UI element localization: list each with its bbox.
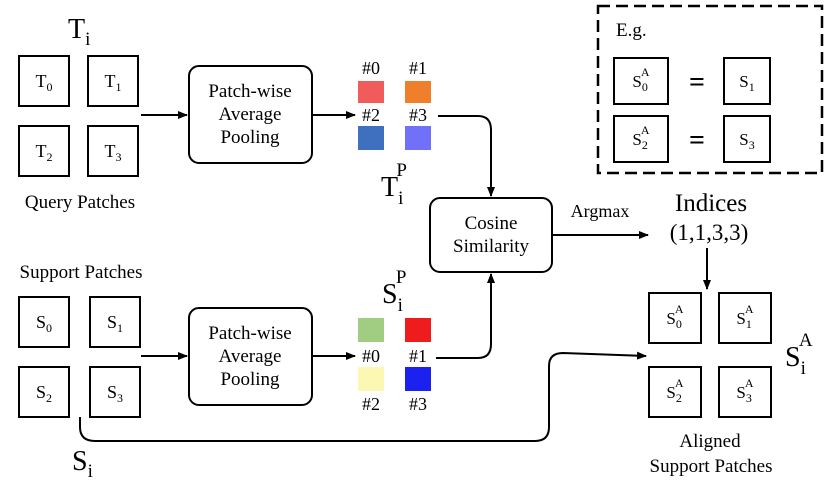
aligned-caption-line2: Support Patches [650, 456, 773, 477]
svg-text:Pooling: Pooling [220, 369, 280, 390]
svg-text:S1: S1 [739, 72, 754, 94]
aligned-symbol: SiA [785, 330, 813, 379]
svg-text:S2A: S2A [666, 376, 683, 405]
query-pooled-square-2 [358, 126, 384, 150]
pool-box-bottom: Patch-wise Average Pooling [188, 307, 313, 406]
support-patch-0: S0 [18, 296, 70, 348]
svg-text:=: = [689, 67, 705, 98]
svg-text:S0A: S0A [632, 65, 649, 94]
svg-text:Similarity: Similarity [453, 236, 530, 257]
query-pooled-square-0 [358, 81, 384, 103]
support-pooled-square-2 [358, 367, 384, 391]
pool-box-top: Patch-wise Average Pooling [188, 65, 313, 164]
support-pooled-label-3: #3 [409, 394, 427, 414]
aligned-patch-3: S3A [718, 366, 772, 418]
svg-text:S0A: S0A [666, 302, 683, 331]
svg-text:Patch-wise: Patch-wise [208, 81, 291, 102]
svg-text:S3A: S3A [736, 376, 753, 405]
cosine-similarity-box: Cosine Similarity [429, 197, 553, 273]
query-pooled-label-1: #1 [409, 58, 427, 78]
svg-text:S2A: S2A [632, 123, 649, 152]
svg-text:Patch-wise: Patch-wise [208, 323, 291, 344]
query-caption: Query Patches [25, 192, 135, 213]
arrow-support-to-cosine [436, 273, 495, 359]
arrow-query-to-cosine [438, 115, 495, 197]
svg-text:S3: S3 [107, 382, 123, 405]
svg-text:S1: S1 [107, 312, 123, 335]
query-pooled-label-2: #2 [362, 105, 380, 125]
support-pooled-square-1 [405, 318, 431, 342]
support-patch-1: S1 [89, 296, 141, 348]
indices-title: Indices [675, 190, 747, 217]
support-symbol: Si [72, 446, 93, 481]
aligned-patch-0: S0A [648, 292, 702, 344]
svg-text:T2: T2 [36, 141, 53, 164]
svg-text:S3: S3 [739, 130, 754, 152]
query-title: Ti [68, 14, 90, 50]
svg-text:S1A: S1A [736, 302, 753, 331]
support-pooled-label-0: #0 [362, 346, 380, 366]
support-pooled-square-0 [358, 318, 384, 342]
argmax-label: Argmax [571, 201, 630, 221]
svg-text:Average: Average [219, 346, 282, 367]
query-patch-1: T1 [87, 55, 139, 107]
svg-text:=: = [689, 125, 705, 156]
support-pooled-symbol: SiP [382, 267, 406, 316]
query-patch-2: T2 [18, 125, 70, 177]
query-patch-0: T0 [18, 55, 70, 107]
aligned-caption-line1: Aligned [679, 431, 741, 452]
aligned-patch-1: S1A [718, 292, 772, 344]
query-pooled-symbol: TiP [381, 160, 407, 209]
svg-text:S0: S0 [36, 312, 52, 335]
svg-text:Pooling: Pooling [220, 127, 280, 148]
svg-text:T3: T3 [105, 141, 122, 164]
svg-text:S2: S2 [36, 382, 52, 405]
query-patch-3: T3 [87, 125, 139, 177]
example-title: E.g. [616, 20, 647, 41]
support-caption: Support Patches [20, 262, 143, 283]
example-box: E.g. S0A = S1 S2A = S3 [596, 4, 824, 175]
example-row-0: S0A = S1 [613, 57, 771, 105]
support-pooled-label-1: #1 [409, 346, 427, 366]
query-pooled-square-1 [405, 81, 431, 103]
svg-text:Cosine: Cosine [465, 213, 518, 234]
support-pooled-square-3 [405, 367, 431, 391]
svg-text:T1: T1 [105, 71, 122, 94]
example-row-1: S2A = S3 [613, 115, 771, 163]
svg-text:Average: Average [219, 104, 282, 125]
aligned-patch-2: S2A [648, 366, 702, 418]
query-pooled-label-3: #3 [409, 105, 427, 125]
support-patch-3: S3 [89, 366, 141, 418]
svg-text:T0: T0 [36, 71, 53, 94]
query-pooled-square-3 [405, 126, 431, 150]
query-pooled-label-0: #0 [362, 58, 380, 78]
indices-value: (1,1,3,3) [670, 220, 749, 245]
support-pooled-features: #0 #1 #2 #3 [358, 318, 431, 414]
arrow-support-to-aligned [79, 351, 647, 442]
support-pooled-label-2: #2 [362, 394, 380, 414]
query-pooled-features: #0 #1 #2 #3 [358, 58, 431, 150]
support-patch-2: S2 [18, 366, 70, 418]
